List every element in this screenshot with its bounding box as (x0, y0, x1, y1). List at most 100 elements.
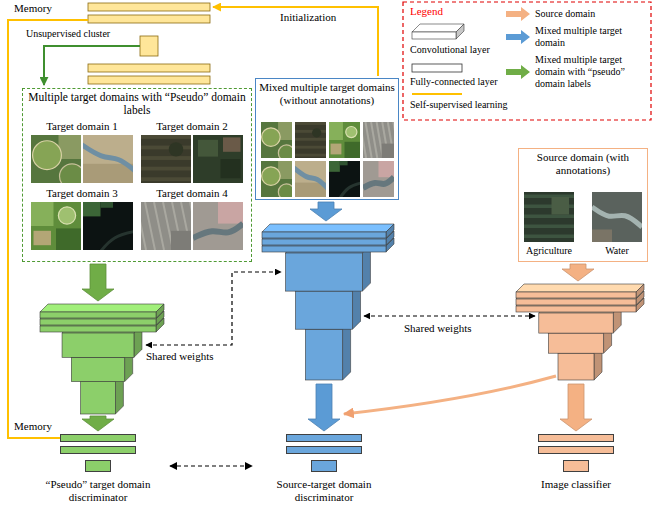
image-patch (193, 224, 243, 238)
fc-layer (538, 446, 614, 454)
image-patch (83, 164, 133, 183)
face-front (262, 232, 386, 238)
annotation-label: Unsupervised cluster (26, 27, 136, 40)
flow-arrow (560, 384, 592, 431)
image-patch (171, 231, 191, 250)
conv-slab (262, 224, 394, 238)
box-title: Mixed multiple target domains (without a… (259, 81, 395, 107)
legend-frame (403, 2, 651, 120)
fc-layer (538, 434, 614, 442)
image-patch (295, 138, 326, 141)
face-front (262, 239, 386, 245)
conv-slab (516, 291, 644, 305)
memory-layer (88, 15, 210, 23)
image-patch (154, 202, 164, 250)
conv-slab (40, 304, 164, 318)
image-patch (552, 197, 570, 215)
face-top (40, 318, 164, 326)
image-patch (278, 184, 292, 197)
discriminator-label: Image classifier (506, 478, 646, 491)
image-patch (524, 225, 574, 229)
annotation-label: Water (587, 244, 647, 257)
image-patch (262, 128, 281, 147)
image-patch (363, 177, 394, 188)
face-top (262, 238, 394, 246)
face-top (412, 24, 464, 32)
legend-swatch (506, 65, 530, 79)
annotation-label: Target domain 3 (31, 187, 133, 200)
fc-layer (60, 434, 136, 442)
annotation-label: Shared weights (404, 322, 494, 335)
satellite-image (31, 202, 81, 250)
image-patch (33, 141, 62, 170)
annotation-label: Target domain 4 (141, 187, 243, 200)
domain-box: Mixed multiple target domains (without a… (255, 78, 399, 200)
shared-weights-arrow (146, 272, 281, 345)
image-patch (295, 166, 326, 189)
image-patch (262, 167, 281, 186)
face-front (262, 246, 386, 252)
discriminator: Image classifier (506, 434, 646, 491)
legend-text: Fully-connected layer (410, 76, 504, 88)
image-patch (346, 127, 357, 138)
flow-arrow (562, 264, 594, 281)
image-patch (295, 146, 326, 149)
flow-arrow (82, 416, 114, 431)
image-patch (295, 130, 326, 133)
satellite-image (329, 122, 360, 158)
image-patch (340, 161, 348, 165)
conv-slab (40, 311, 164, 325)
satellite-image (295, 122, 326, 158)
image-patch (524, 192, 574, 242)
domain-box: Source domain (with annotations) (518, 148, 648, 262)
memory-layer (88, 64, 210, 72)
flow-arrow (308, 384, 340, 431)
image-patch (141, 177, 191, 181)
satellite-image (592, 192, 642, 242)
legend-text: Mixed multiple target domain (535, 25, 647, 49)
image-patch (218, 202, 243, 224)
box-title: Multiple target domains with “Pseudo” do… (26, 91, 248, 117)
satellite-image (261, 161, 292, 197)
image-patch (145, 202, 155, 250)
image-patch (221, 159, 241, 178)
satellite-image (193, 202, 243, 250)
face-front (295, 291, 352, 329)
image-patch (331, 144, 342, 155)
box-title: Source domain (with annotations) (522, 151, 644, 177)
image-patch (379, 161, 395, 177)
image-patch (31, 202, 81, 250)
connector (170, 465, 252, 466)
image-patch (592, 207, 642, 227)
conv-network (262, 224, 394, 380)
face-top (262, 231, 394, 239)
fc-layer (563, 460, 589, 472)
face-front (286, 253, 363, 291)
annotation-label: Legend (410, 5, 470, 18)
image-patch (524, 235, 574, 239)
image-patch (329, 122, 360, 158)
face-front (412, 32, 456, 39)
image-patch (365, 122, 371, 158)
cluster-line (44, 46, 140, 85)
face-top (262, 224, 394, 232)
face-front (71, 357, 124, 381)
image-patch (58, 207, 75, 224)
face-front (516, 306, 636, 312)
memory-layer (88, 3, 210, 11)
satellite-image (141, 202, 191, 250)
image-patch (363, 161, 394, 197)
annotation-label: Memory (14, 420, 64, 433)
face-front (62, 333, 134, 357)
conv-slab (516, 284, 644, 298)
image-patch (345, 142, 361, 158)
annotation-label: Agriculture (519, 244, 579, 257)
memory-layer (140, 36, 158, 56)
image-patch (101, 202, 114, 208)
legend-text: Self-supervised learning (410, 99, 528, 111)
image-patch (329, 122, 343, 140)
face-side (156, 304, 164, 318)
legend-sample (412, 64, 462, 72)
flow-arrow (82, 264, 114, 301)
image-patch (371, 122, 377, 158)
